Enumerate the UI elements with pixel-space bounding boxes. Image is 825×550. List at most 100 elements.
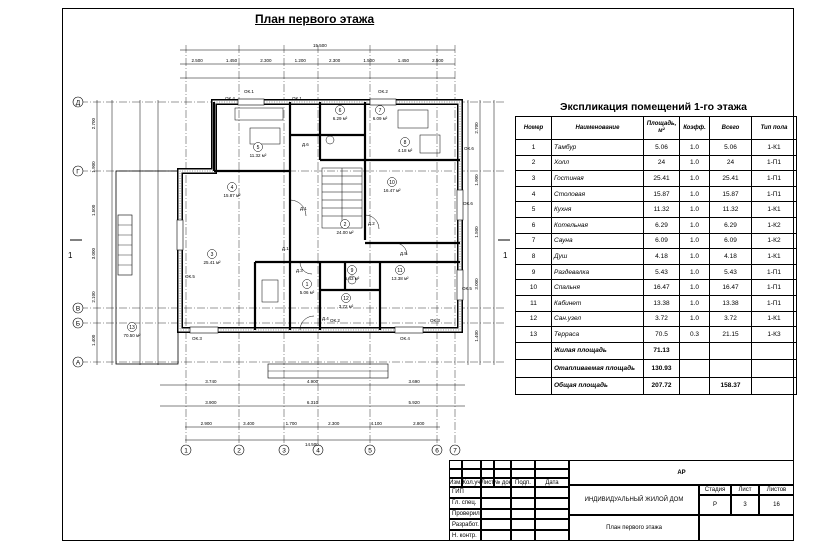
total-label: Общая площадь bbox=[551, 376, 644, 396]
dimension-label: 6.310 bbox=[307, 400, 319, 405]
dimension-label: 2.900 bbox=[201, 421, 213, 426]
explication-cell: 13.38 bbox=[709, 294, 752, 312]
axis-bubble-letter-circle bbox=[72, 165, 84, 177]
room-number-circle bbox=[375, 105, 385, 115]
explication-cell bbox=[751, 341, 797, 361]
explication-cell: 1.0 bbox=[679, 263, 710, 281]
explication-cell: 11.32 bbox=[643, 201, 680, 218]
room-number: 5 bbox=[257, 145, 260, 151]
explication-cell: 1-К2 bbox=[751, 232, 797, 250]
explication-cell: Тамбур bbox=[551, 139, 644, 156]
room-number: 3 bbox=[211, 252, 214, 258]
explication-cell: 6 bbox=[515, 216, 552, 234]
dimension-label: 4.900 bbox=[307, 379, 319, 384]
explication-cell: Терраса bbox=[551, 326, 644, 343]
room-number: 11 bbox=[397, 268, 402, 274]
dimension-label: 2.300 bbox=[260, 58, 272, 63]
axis-bubble-letter-circle bbox=[72, 302, 84, 314]
dimension-label: 1.200 bbox=[295, 58, 307, 63]
explication-cell: 1.0 bbox=[679, 248, 710, 265]
total-label: Отапливаемая площадь bbox=[551, 359, 644, 378]
stamp-empty-cell bbox=[511, 487, 535, 498]
explication-cell: Кухня bbox=[551, 201, 644, 218]
explication-cell: 1.0 bbox=[679, 201, 710, 218]
stamp-empty-cell bbox=[449, 460, 462, 469]
sheet-value: 3 bbox=[731, 495, 759, 515]
stamp-empty-cell bbox=[449, 469, 462, 478]
dimension-label: 3.000 bbox=[91, 248, 96, 260]
dimension-label: 2.300 bbox=[328, 421, 340, 426]
explication-cell: Столовая bbox=[551, 185, 644, 203]
stamp-empty-cell bbox=[481, 497, 511, 509]
dimension-label: 2.700 bbox=[91, 118, 96, 130]
stamp-empty-cell bbox=[511, 519, 535, 531]
document-code: АР bbox=[569, 460, 794, 485]
room-area: 3.72 м² bbox=[339, 304, 354, 309]
explication-cell: Холл bbox=[551, 154, 644, 172]
explication-cell: 10 bbox=[515, 279, 552, 296]
dimension-label: 2.500 bbox=[192, 58, 204, 63]
room-number: 7 bbox=[379, 108, 382, 114]
dimension-label: 1.900 bbox=[91, 161, 96, 173]
dimension-label: 3.000 bbox=[474, 278, 479, 290]
page-title: План первого этажа bbox=[255, 12, 375, 26]
explication-cell bbox=[515, 341, 552, 361]
room-area: 5.43 м² bbox=[345, 276, 360, 281]
window-markers bbox=[176, 98, 464, 334]
window-label: ОК.6 bbox=[464, 146, 474, 151]
explication-column-header: Площадь, м² bbox=[643, 116, 680, 140]
stamp-empty-cell bbox=[535, 497, 569, 509]
explication-column-header: Наименование bbox=[551, 116, 644, 140]
explication-cell: 6.29 bbox=[643, 216, 680, 234]
explication-cell: 1.0 bbox=[679, 170, 710, 187]
dimension-label: 1.700 bbox=[286, 421, 298, 426]
explication-cell: 5.06 bbox=[643, 139, 680, 156]
room-number-circle bbox=[207, 249, 217, 259]
explication-cell: 1-К1 bbox=[751, 310, 797, 328]
explication-cell: 11.32 bbox=[709, 201, 752, 218]
explication-cell bbox=[751, 376, 797, 396]
axis-bubble-letter: В bbox=[76, 305, 80, 312]
room-area: 5.06 м² bbox=[300, 290, 315, 295]
window-label: ОК.6 bbox=[463, 201, 473, 206]
explication-cell: 1.0 bbox=[679, 216, 710, 234]
room-number: 12 bbox=[343, 296, 349, 302]
door-label: Д.5 bbox=[400, 251, 407, 256]
total-sum: 158.37 bbox=[709, 376, 752, 396]
axis-bubble-letter: Б bbox=[76, 320, 80, 327]
stamp-empty-cell bbox=[481, 530, 511, 541]
explication-cell: 6.09 bbox=[709, 232, 752, 250]
door-label: Д.6 bbox=[302, 142, 309, 147]
stamp-empty-cell bbox=[481, 508, 511, 520]
explication-cell: 24 bbox=[643, 154, 680, 172]
window-label: ОК.3 bbox=[192, 336, 202, 341]
explication-column-header: Номер bbox=[515, 116, 552, 140]
stamp-column-header: Лист bbox=[481, 478, 494, 487]
dimension-label: 3.690 bbox=[409, 379, 421, 384]
explication-column-header: Тип пола bbox=[751, 116, 797, 140]
room-area: 6.09 м² bbox=[373, 116, 388, 121]
total-sum bbox=[709, 359, 752, 378]
room-number-circle bbox=[227, 182, 237, 192]
stamp-column-header: Изм. bbox=[449, 478, 462, 487]
axis-bubble-number-circle bbox=[431, 444, 443, 456]
explication-cell: 21.15 bbox=[709, 326, 752, 343]
explication-cell: 25.41 bbox=[709, 170, 752, 187]
explication-cell: 1-П1 bbox=[751, 185, 797, 203]
room-number-circle bbox=[335, 105, 345, 115]
stamp-empty-cell bbox=[535, 460, 569, 469]
stamp-empty-cell bbox=[481, 469, 494, 478]
explication-cell: 13 bbox=[515, 326, 552, 343]
explication-cell: 1-П1 bbox=[751, 154, 797, 172]
dimension-label: 1.450 bbox=[226, 58, 238, 63]
dimension-label: 1.450 bbox=[398, 58, 410, 63]
stamp-empty-cell bbox=[494, 460, 511, 469]
